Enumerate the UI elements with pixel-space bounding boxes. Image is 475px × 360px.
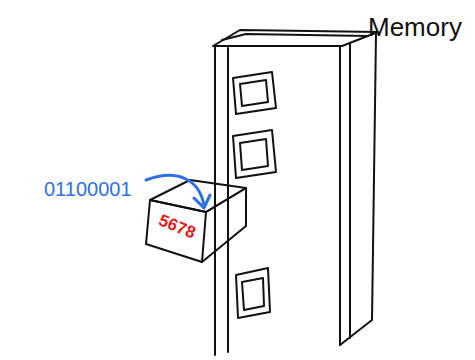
cabinet-drawer-handle <box>240 139 268 170</box>
cabinet-drawer <box>236 268 270 318</box>
cabinet-drawer <box>233 130 276 178</box>
cabinet-side <box>340 34 376 345</box>
insert-arrowhead <box>194 195 210 208</box>
cabinet-side-inner <box>349 44 351 338</box>
cabinet-title: Memory <box>368 12 462 43</box>
cabinet-top-rim <box>222 34 368 40</box>
cabinet-front-left <box>214 46 216 355</box>
cabinet-drawer-handle <box>242 278 264 310</box>
cabinet-front-right <box>339 46 341 345</box>
binary-value: 01100001 <box>44 178 132 201</box>
cabinet-drawer <box>233 72 276 114</box>
cabinet-drawer-handle <box>240 80 268 106</box>
open-drawer-front <box>146 200 206 262</box>
cabinet-top <box>213 30 378 46</box>
address-number: 5678 <box>156 211 199 244</box>
memory-slot-drawer: 5678 <box>148 204 206 250</box>
memory-cabinet: Memory5678 <box>210 4 472 356</box>
